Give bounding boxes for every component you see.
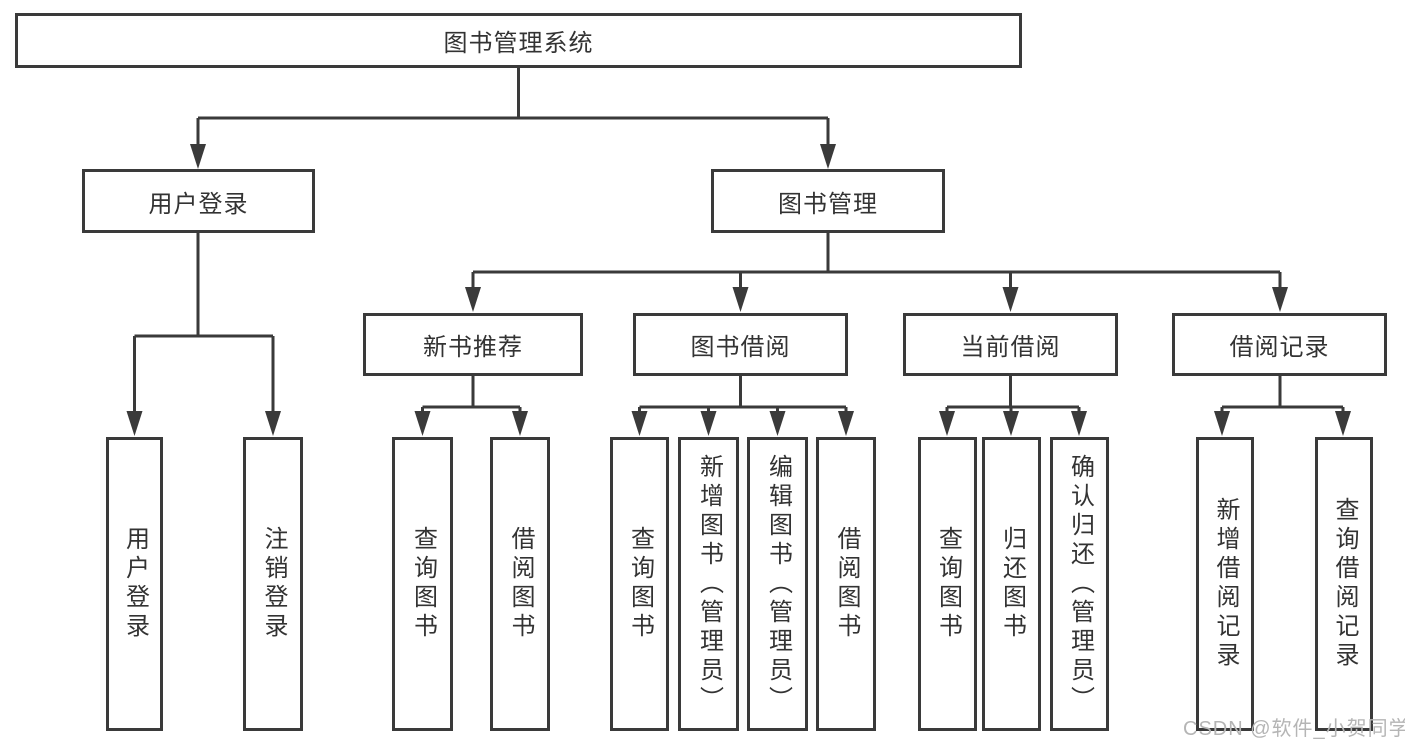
csdn-watermark: CSDN @软件_小贺同学: [1183, 718, 1405, 740]
leaf-logout: 注销登录: [243, 437, 303, 731]
leaf-confirm-return-admin: 确认归还（管理员）: [1050, 437, 1109, 731]
leaf-query-borrow-record: 查询借阅记录: [1315, 437, 1373, 731]
leaf-return-books: 归还图书: [982, 437, 1041, 731]
node-book-management-branch: 图书管理: [711, 169, 945, 233]
leaf-edit-books-admin: 编辑图书（管理员）: [747, 437, 808, 731]
leaf-borrow-books: 借阅图书: [816, 437, 876, 731]
leaf-user-login: 用户登录: [106, 437, 163, 731]
node-book-borrow: 图书借阅: [633, 313, 848, 376]
leaf-borrow-books-recommend: 借阅图书: [490, 437, 550, 731]
leaf-add-books-admin: 新增图书（管理员）: [678, 437, 739, 731]
leaf-query-books-current: 查询图书: [918, 437, 977, 731]
leaf-add-borrow-record: 新增借阅记录: [1196, 437, 1254, 731]
node-borrow-records: 借阅记录: [1172, 313, 1387, 376]
leaf-query-books-recommend: 查询图书: [392, 437, 453, 731]
leaf-query-books-borrow: 查询图书: [610, 437, 669, 731]
node-user-login-branch: 用户登录: [82, 169, 315, 233]
node-current-borrow: 当前借阅: [903, 313, 1118, 376]
node-new-book-recommend: 新书推荐: [363, 313, 583, 376]
node-root-library-system: 图书管理系统: [15, 13, 1022, 68]
